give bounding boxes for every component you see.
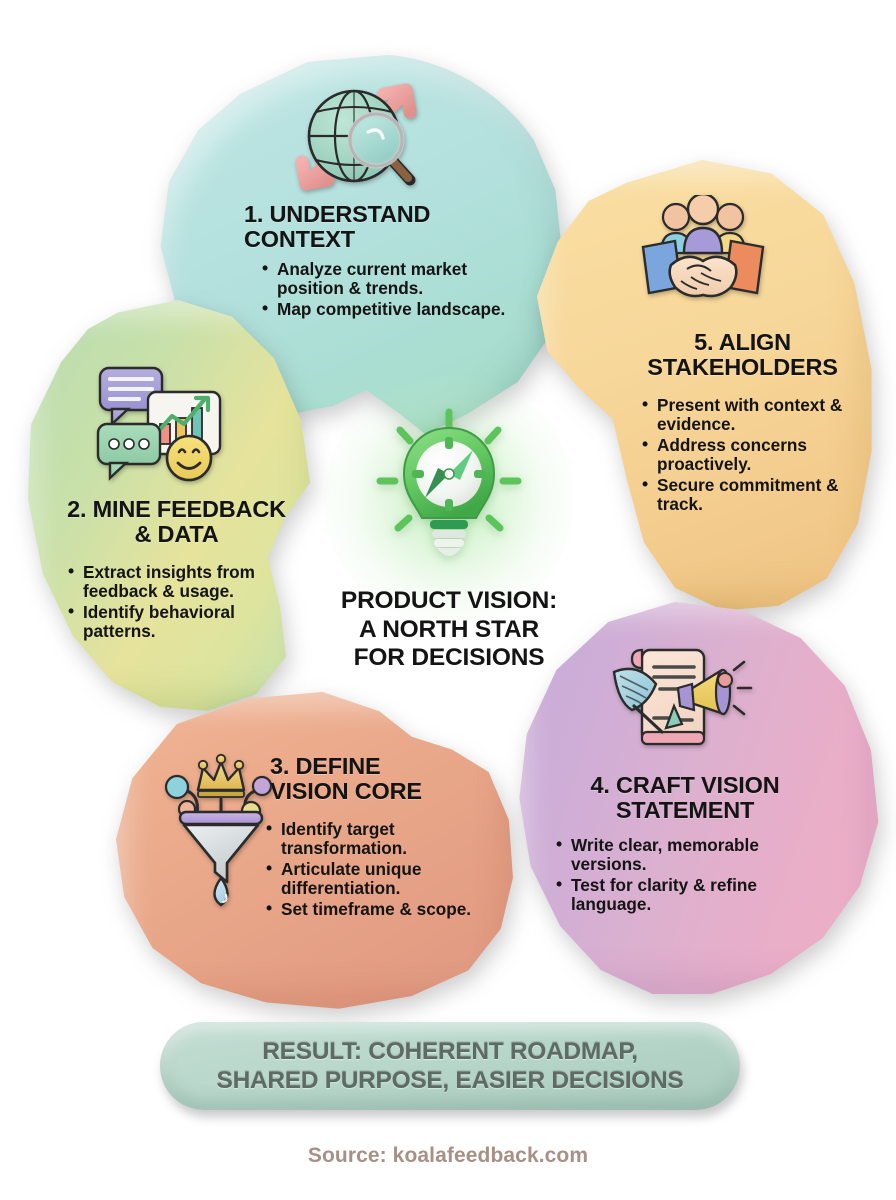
handshake-team-icon — [635, 192, 771, 312]
step5-bullet-3: Secure commitment & track. — [640, 475, 870, 515]
step2-bullet-1: Extract insights from feedback & usage. — [66, 562, 301, 602]
step5-bullet-2: Address concerns proactively. — [640, 435, 870, 475]
step-card-align-stakeholders[interactable]: 5. ALIGN STAKEHOLDERS Present with conte… — [530, 160, 875, 615]
result-banner: RESULT: COHERENT ROADMAP, SHARED PURPOSE… — [160, 1022, 740, 1110]
result-text: RESULT: COHERENT ROADMAP, SHARED PURPOSE… — [216, 1037, 684, 1094]
step-card-define-vision-core[interactable]: 3. DEFINE VISION CORE Identify target tr… — [112, 692, 517, 1012]
feedback-chart-icon — [92, 362, 227, 489]
center-vision-block: PRODUCT VISION: A NORTH STAR FOR DECISIO… — [318, 375, 580, 698]
step-card-craft-vision-statement[interactable]: 4. CRAFT VISION STATEMENT Write clear, m… — [512, 598, 882, 998]
step3-bullet-3: Set timeframe & scope. — [264, 899, 512, 919]
step2-bullet-2: Identify behavioral patterns. — [66, 602, 301, 642]
step2-title: 2. MINE FEEDBACK & DATA — [67, 496, 286, 548]
step2-bullets: Extract insights from feedback & usage. … — [66, 562, 301, 643]
scroll-quill-megaphone-icon — [604, 640, 756, 757]
step3-title: 3. DEFINE VISION CORE — [270, 753, 422, 805]
globe-magnifier-icon — [288, 74, 428, 204]
step3-bullet-1: Identify target transformation. — [264, 819, 512, 859]
step-card-mine-feedback-data[interactable]: 2. MINE FEEDBACK & DATA Extract insights… — [22, 300, 322, 715]
step4-title: 4. CRAFT VISION STATEMENT — [590, 772, 780, 824]
step5-title: 5. ALIGN STAKEHOLDERS — [647, 329, 838, 381]
source-attribution: Source: koalafeedback.com — [307, 1144, 589, 1167]
step4-bullet-1: Write clear, memorable versions. — [554, 835, 794, 875]
step4-bullet-2: Test for clarity & refine language. — [554, 875, 794, 915]
center-title: PRODUCT VISION: A NORTH STAR FOR DECISIO… — [340, 587, 558, 672]
step3-bullet-2: Articulate unique differentiation. — [264, 859, 512, 899]
funnel-crown-icon — [162, 750, 280, 917]
step5-bullets: Present with context & evidence. Address… — [640, 395, 870, 516]
step1-bullet-2: Map competitive landscape. — [260, 299, 510, 319]
step1-title: 1. UNDERSTAND CONTEXT — [244, 201, 431, 253]
step1-bullet-1: Analyze current market position & trends… — [260, 259, 510, 299]
step3-bullets: Identify target transformation. Articula… — [264, 819, 512, 920]
step5-bullet-1: Present with context & evidence. — [640, 395, 870, 435]
step1-bullets: Analyze current market position & trends… — [260, 259, 510, 320]
step4-bullets: Write clear, memorable versions. Test fo… — [554, 835, 794, 916]
lightbulb-compass-icon — [374, 408, 524, 583]
